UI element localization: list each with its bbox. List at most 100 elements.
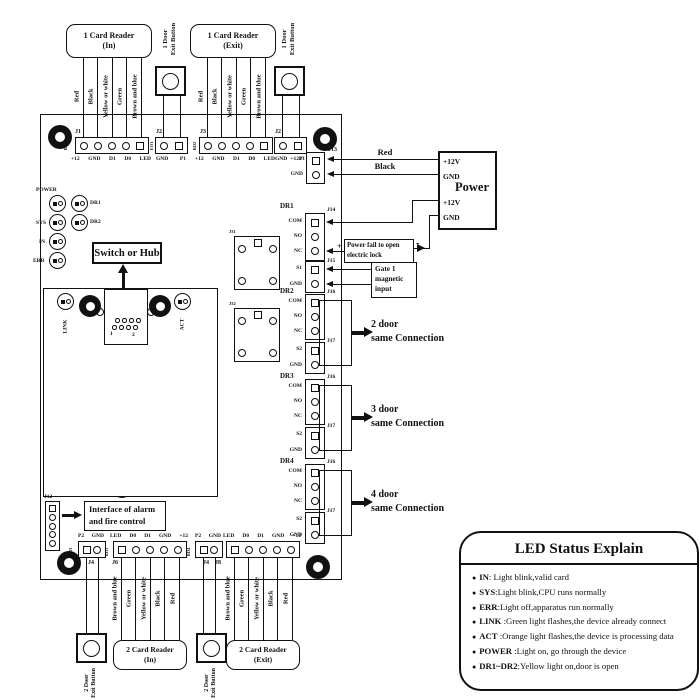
pin-square <box>311 432 319 440</box>
arrow-shaft <box>352 331 364 335</box>
arrowhead <box>327 171 334 177</box>
in-led <box>49 233 66 250</box>
rj45-pin <box>126 325 131 330</box>
connector-label: J1 <box>75 129 81 135</box>
led-label-in: IN <box>39 239 46 245</box>
wire-red-label: Red <box>377 147 393 157</box>
pin-square <box>136 141 144 150</box>
pin-round <box>279 141 287 150</box>
connector-j17-dr2 <box>305 342 325 374</box>
pin-square <box>200 545 208 554</box>
arrowhead <box>326 219 333 225</box>
card-reader-in-sub: (In) <box>102 41 116 50</box>
pin-round <box>311 327 319 335</box>
group-bracket <box>319 300 352 366</box>
rj45-pin2-label: 2 <box>132 332 135 338</box>
wire <box>333 251 344 253</box>
pin-round <box>273 545 281 554</box>
connector-j4a <box>78 541 106 558</box>
ethernet-module <box>43 288 218 497</box>
power-led <box>49 195 66 212</box>
wire <box>412 200 414 223</box>
door-note: 3 door <box>371 404 399 415</box>
wire <box>429 215 431 249</box>
led-label-sys: SYS <box>36 220 47 226</box>
connector-label: J2 <box>156 129 162 135</box>
wire-color-label: Green <box>240 87 248 106</box>
module-hole <box>79 295 101 317</box>
pin-round <box>287 545 295 554</box>
pin-round <box>245 545 253 554</box>
bullet-icon: ● <box>472 588 477 597</box>
bullet-icon: ● <box>472 603 477 612</box>
exit-button-1 <box>155 66 186 96</box>
rj45-pin <box>133 325 138 330</box>
pin-square <box>311 469 319 477</box>
arrowhead <box>364 327 373 337</box>
wire <box>221 58 223 138</box>
connector-j16-dr2 <box>305 294 325 340</box>
wire-color-label: Red <box>169 592 177 605</box>
wire <box>282 96 284 137</box>
door-note: same Connection <box>371 418 445 429</box>
pin-round <box>122 141 130 150</box>
led-label-err: ERR <box>33 258 45 264</box>
legend-item: ●ACT :Orange light flashes,the device is… <box>472 631 674 642</box>
wire <box>429 215 438 217</box>
wire <box>163 96 165 137</box>
bullet-icon: ● <box>472 662 477 671</box>
arrowhead <box>326 248 333 254</box>
relay-pin <box>269 317 277 325</box>
wire <box>126 58 128 138</box>
pin-square <box>311 384 319 392</box>
connector-j13 <box>306 152 325 184</box>
wire <box>86 558 88 633</box>
pin-round <box>259 545 267 554</box>
wire <box>236 58 238 138</box>
connector-label: J4 <box>203 560 209 566</box>
pin-round <box>160 141 168 150</box>
pin-round <box>311 497 319 505</box>
link-led-label: LINK <box>62 319 69 334</box>
pin-square <box>311 219 319 227</box>
door-note: 2 door <box>371 319 399 330</box>
legend-item: ●IN: Light blink,valid card <box>472 572 569 582</box>
connector-j2a <box>155 137 188 154</box>
door-group-label: DR1 <box>280 202 294 210</box>
rj45-pin <box>122 318 127 323</box>
door-note: 4 door <box>371 489 399 500</box>
rj45-pin <box>119 325 124 330</box>
port-tag: RD3 <box>104 547 109 557</box>
connector-label: J17 <box>327 508 336 514</box>
wire-color-label: Black <box>87 88 95 105</box>
wire-color-label: Black <box>267 590 275 607</box>
connector-j15 <box>305 261 325 293</box>
wire-color-label: Red <box>197 90 205 103</box>
mount-hole <box>306 555 330 579</box>
arrowhead <box>364 497 373 507</box>
bullet-icon: ● <box>472 618 477 627</box>
pin-round <box>132 545 140 554</box>
connector-label: J16 <box>327 459 336 465</box>
port-tag: RD2 <box>192 141 197 151</box>
rj45-pin1-label: 1 <box>110 331 113 337</box>
pin-square <box>118 545 126 554</box>
link-led <box>57 293 74 310</box>
door-group-label: DR2 <box>280 287 294 295</box>
arrowhead <box>327 156 334 162</box>
wire <box>333 284 371 286</box>
wire <box>180 96 182 137</box>
card-reader-exit-box: 1 Card Reader (Exit) <box>190 24 276 58</box>
wire <box>141 58 143 138</box>
pin-round <box>146 545 154 554</box>
relay-pin <box>269 277 277 285</box>
arrow-shaft <box>62 514 74 517</box>
rj45-hole <box>96 308 104 316</box>
pin-round <box>311 446 319 454</box>
relay-pin <box>254 311 262 319</box>
pin-round <box>160 545 168 554</box>
pin-round <box>232 141 240 150</box>
